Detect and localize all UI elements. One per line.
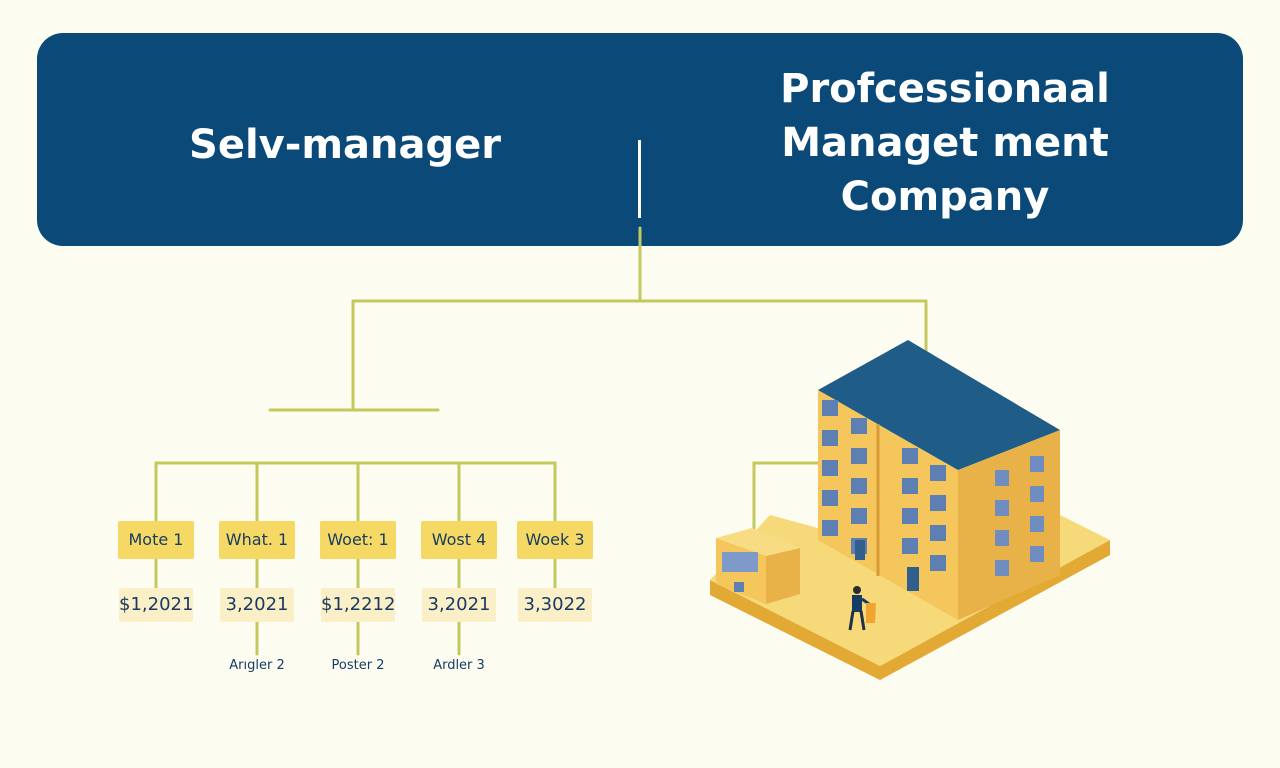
apartment-building-icon bbox=[710, 340, 1110, 680]
annex-window-small bbox=[734, 582, 744, 592]
building-front-door bbox=[907, 567, 919, 591]
sub-label-2: Arıgler 2 bbox=[229, 658, 285, 673]
week-node-5: Woek 3 bbox=[517, 521, 593, 559]
amount-node-4: 3,2021 bbox=[422, 588, 496, 622]
sub-label-4: Ardler 3 bbox=[433, 658, 485, 673]
amount-node-2: 3,2021 bbox=[220, 588, 294, 622]
week-node-3: Woet: 1 bbox=[320, 521, 396, 559]
building-left-wall bbox=[818, 390, 958, 620]
week-node-2: What. 1 bbox=[219, 521, 295, 559]
annex-window bbox=[722, 552, 758, 572]
professional-title-line-2: Managet ment bbox=[781, 120, 1109, 166]
professional-title-line-3: Company bbox=[840, 174, 1050, 220]
self-manager-title: Selv-manager bbox=[189, 122, 501, 168]
building-right-wall bbox=[958, 430, 1060, 620]
amount-node-3: $1,2212 bbox=[321, 588, 395, 622]
annex-roof bbox=[716, 528, 800, 556]
week-node-1: Mote 1 bbox=[118, 521, 194, 559]
person-with-bag-icon bbox=[848, 586, 876, 631]
banner-divider-line bbox=[638, 140, 641, 218]
amount-node-1: $1,2021 bbox=[119, 588, 193, 622]
professional-title-line-1: Profcessionaal bbox=[780, 66, 1110, 112]
building-roof bbox=[818, 340, 1060, 470]
building-base-side bbox=[710, 540, 1110, 680]
building-right-windows bbox=[995, 456, 1044, 576]
building-left-windows bbox=[822, 400, 946, 571]
sub-label-3: Poster 2 bbox=[331, 658, 385, 673]
week-node-4: Wost 4 bbox=[421, 521, 497, 559]
annex-side bbox=[766, 548, 800, 604]
building-door bbox=[855, 540, 865, 560]
amount-node-5: 3,3022 bbox=[518, 588, 592, 622]
professional-management-title: Profcessionaal Managet ment Company bbox=[720, 62, 1170, 224]
